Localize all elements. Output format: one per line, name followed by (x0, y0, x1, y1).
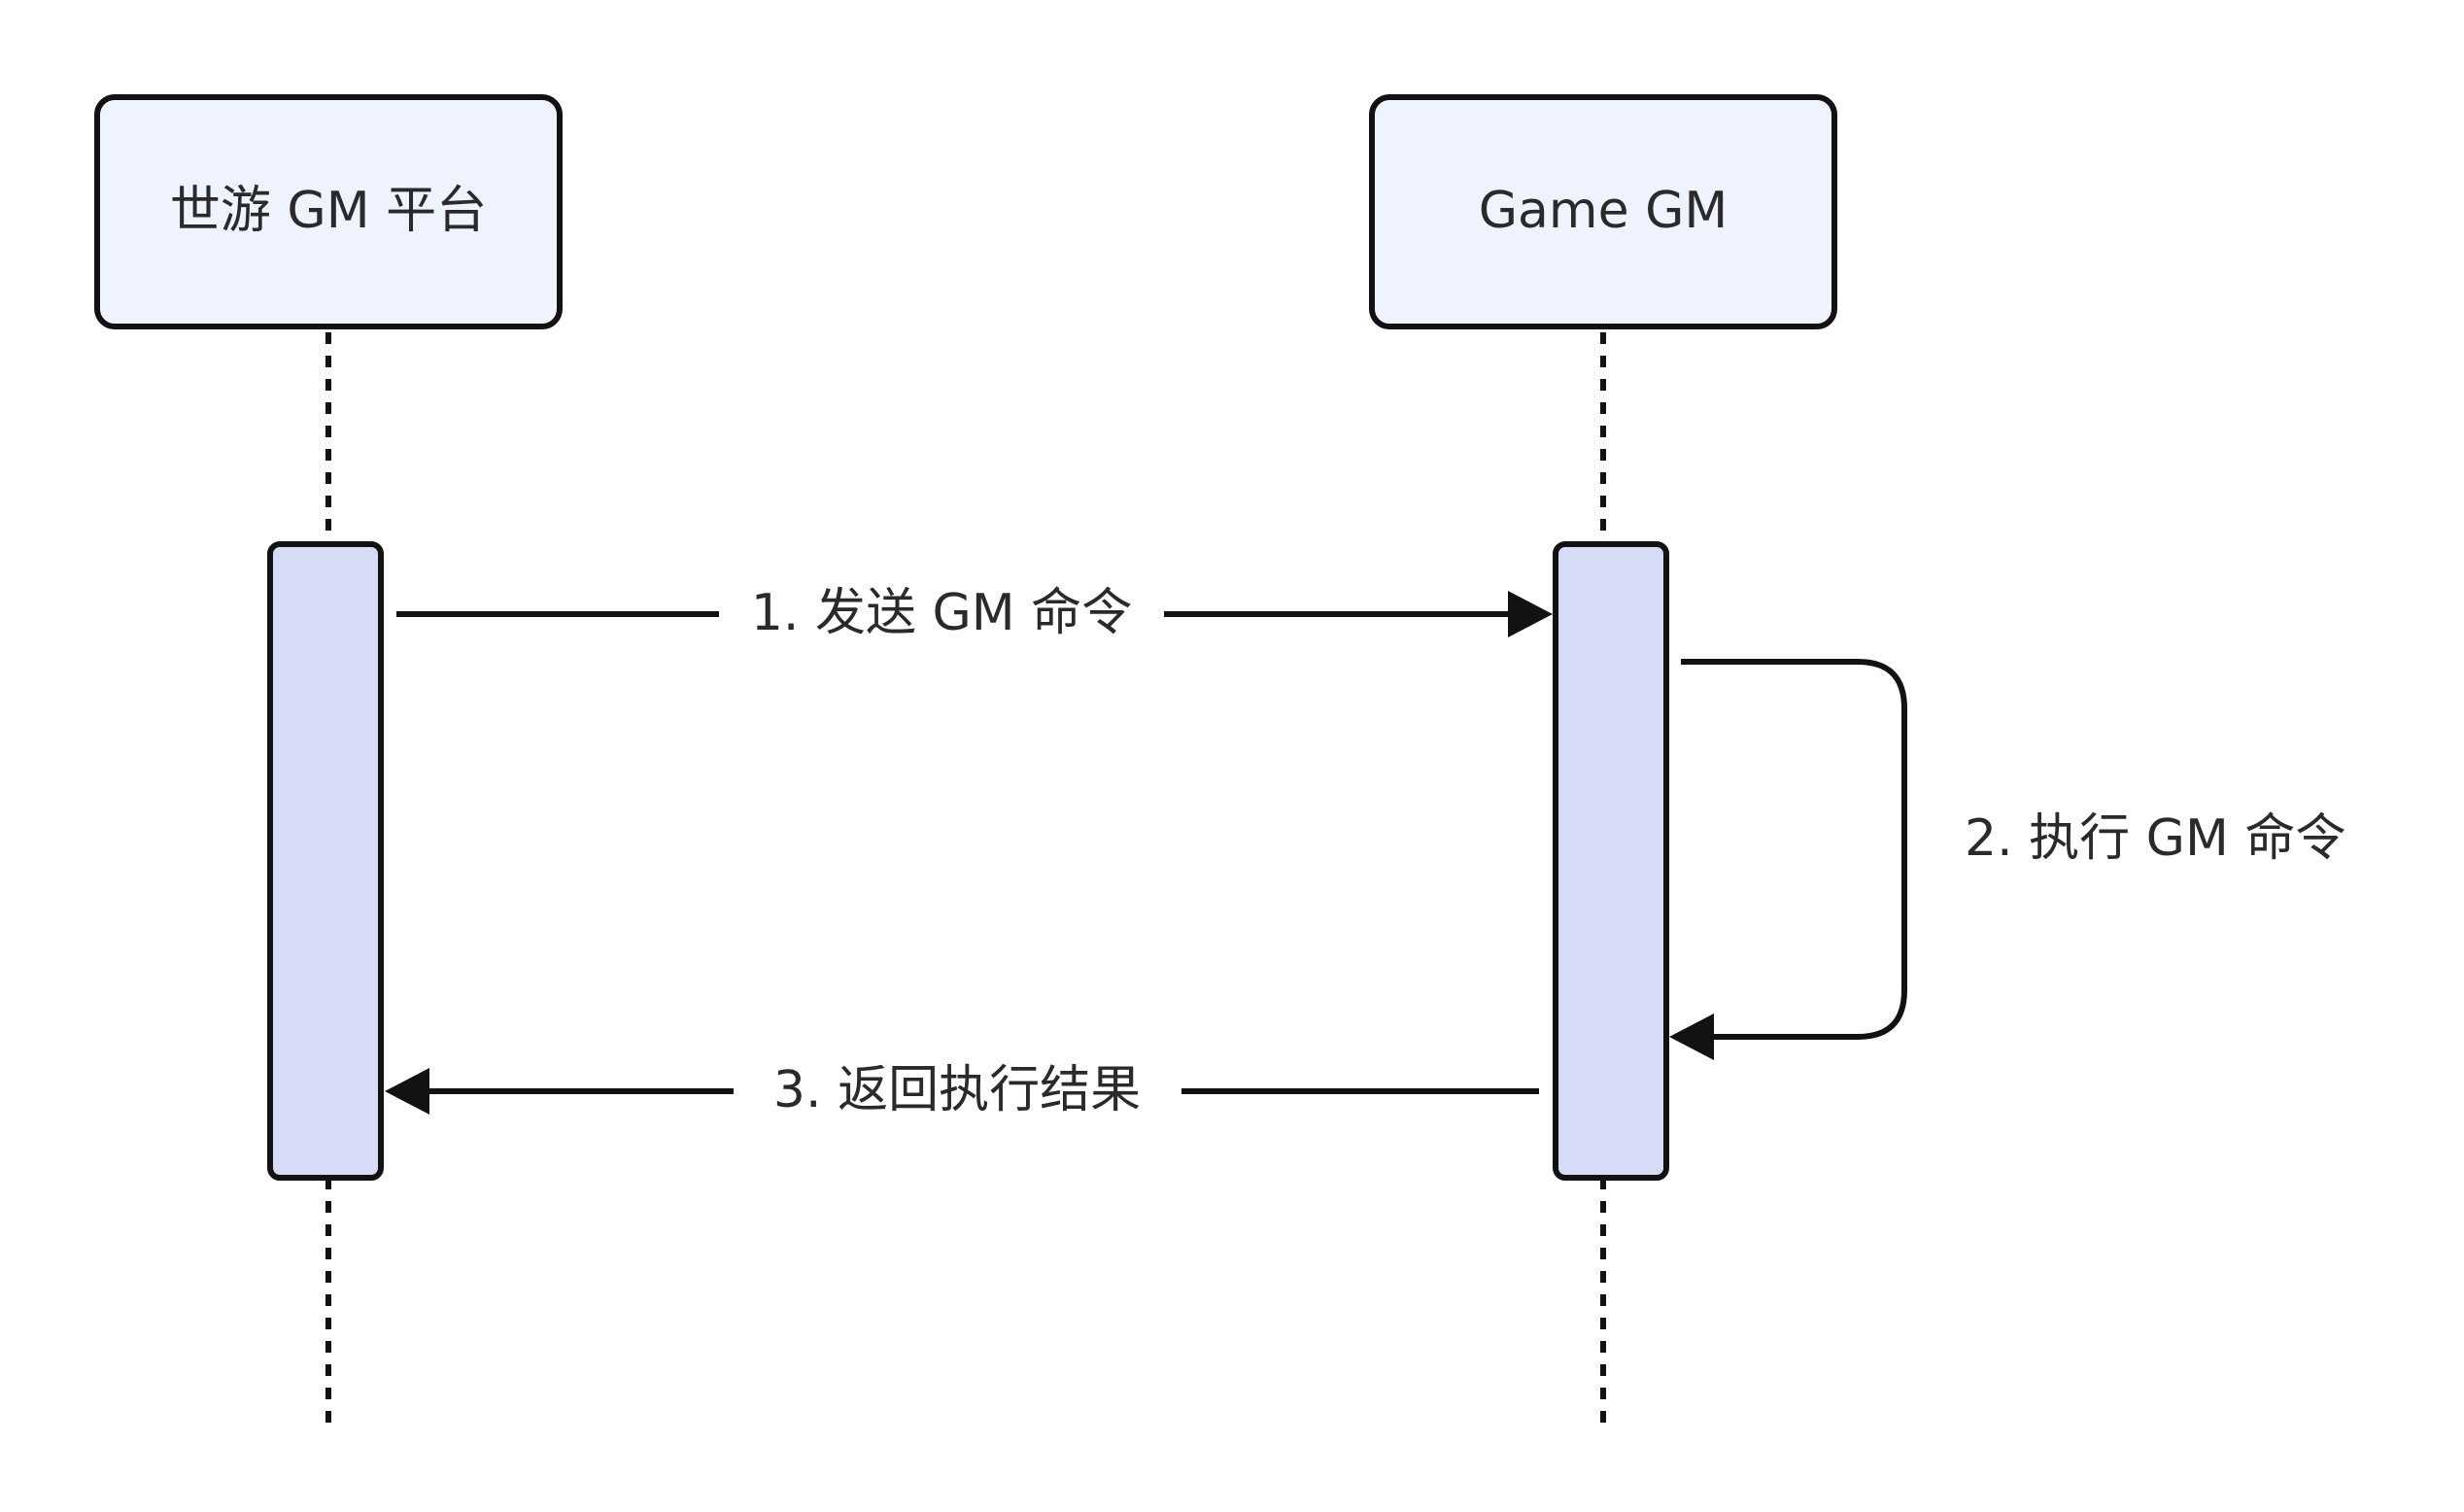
participant-platform: 世游 GM 平台 (94, 94, 563, 329)
message-return-result: 3. 返回执行结果 (385, 1061, 1539, 1119)
message-3-label: 3. 返回执行结果 (773, 1061, 1141, 1119)
message-2-arrowhead (1669, 1014, 1714, 1060)
participant-box-game (1369, 94, 1837, 329)
participant-game: Game GM (1369, 94, 1837, 329)
participant-label-game: Game GM (1479, 182, 1728, 240)
message-execute-command: 2. 执行 GM 命令 (1669, 659, 2345, 1060)
message-send-command: 1. 发送 GM 命令 (396, 584, 1553, 642)
activation-bar-platform (267, 541, 384, 1181)
message-2-label: 2. 执行 GM 命令 (1965, 809, 2345, 868)
message-2-loop-line (1681, 659, 1907, 1040)
message-1-label: 1. 发送 GM 命令 (751, 584, 1132, 642)
participant-label-platform: 世游 GM 平台 (170, 182, 487, 240)
message-3-arrowhead (385, 1068, 429, 1115)
participant-box-platform (94, 94, 563, 329)
activation-bar-game (1553, 541, 1669, 1181)
message-1-arrowhead (1508, 591, 1553, 637)
